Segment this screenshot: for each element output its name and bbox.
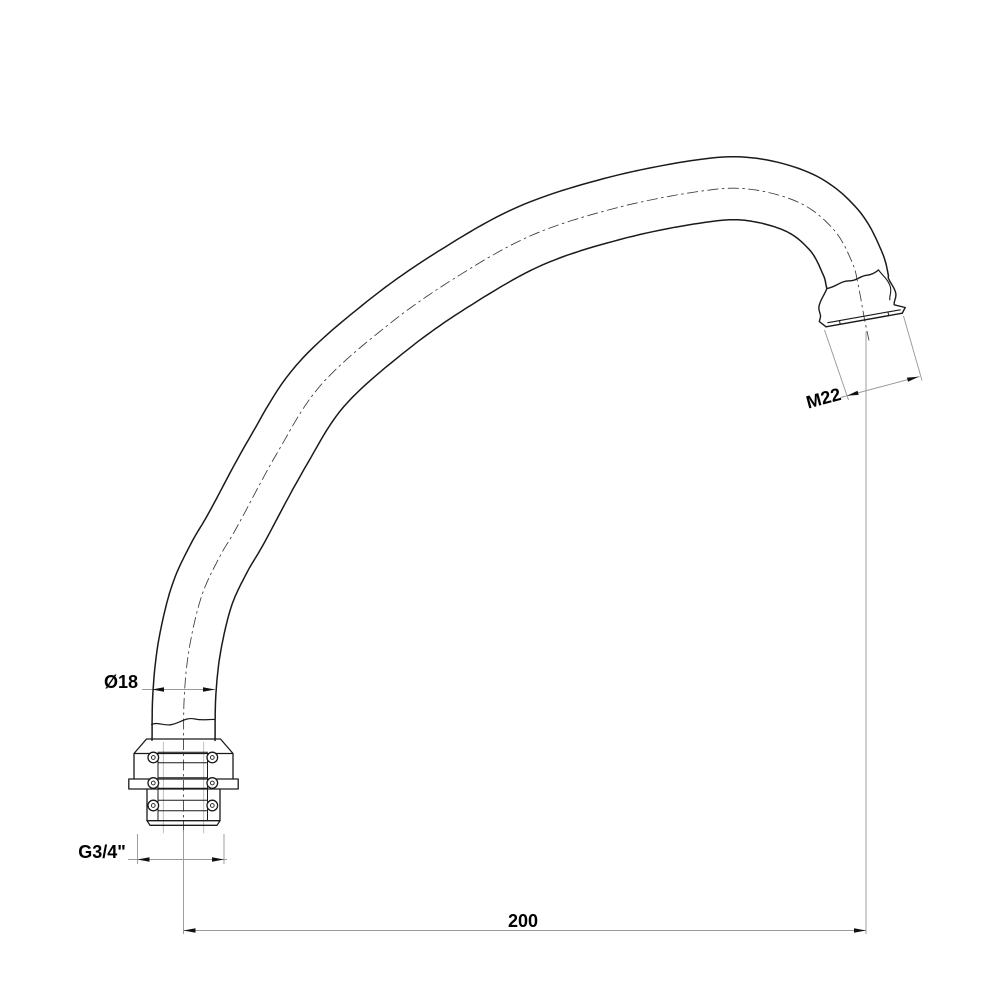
o-ring-core: [150, 803, 156, 808]
o-ring-core: [209, 780, 215, 786]
outlet-extension-left: [824, 329, 849, 401]
diameter-arrow-right: [203, 687, 215, 692]
tube-outer-edge: [151, 155, 890, 741]
aerator-face-inner-line: [827, 309, 901, 324]
dimension-arrows: [137, 376, 919, 933]
tube-centerline-dashdot: [182, 187, 870, 832]
inlet-arrow-right: [212, 857, 224, 862]
dimension-labels: Ø18 G3/4" 200 M22: [78, 384, 843, 931]
spout-tube: [151, 155, 890, 742]
o-ring-core: [150, 780, 156, 786]
o-ring: [147, 751, 160, 764]
o-ring: [206, 751, 219, 764]
fitting-bore-lines: [162, 741, 205, 834]
housing-left-profile: [818, 287, 828, 328]
o-ring: [147, 777, 160, 789]
o-ring: [206, 799, 219, 812]
aerator-face-ticks: [839, 311, 890, 325]
o-ring: [206, 777, 219, 789]
tube-break-line: [150, 717, 216, 726]
inlet-arrow-left: [137, 857, 150, 862]
o-ring-core: [209, 755, 215, 760]
housing-transition-break-line: [826, 269, 880, 290]
diameter-arrow-left: [152, 687, 164, 692]
housing-inner-wall-line: [877, 269, 892, 301]
shank-sides: [146, 788, 221, 822]
dimension-lines: [128, 315, 923, 934]
outlet-extension-right: [903, 315, 923, 381]
o-rings: [147, 751, 219, 812]
o-ring-cores: [150, 755, 215, 808]
inlet-fitting: [128, 717, 239, 834]
tube-inner-edge: [214, 218, 828, 742]
o-ring-core: [150, 755, 156, 760]
length-arrow-left: [183, 928, 196, 933]
outlet-housing: [818, 269, 906, 328]
dimension-label-diameter: Ø18: [104, 672, 138, 692]
mid-flange: [128, 778, 239, 790]
aerator-face-outer-line: [825, 312, 903, 328]
housing-right-profile: [887, 277, 906, 314]
groove-depth-lines: [157, 753, 208, 822]
o-ring-core: [209, 803, 215, 808]
dimension-label-length: 200: [508, 911, 538, 931]
dimension-label-inlet-thread: G3/4": [78, 842, 126, 862]
dimension-label-outlet-thread: M22: [804, 384, 843, 412]
o-ring: [147, 799, 160, 812]
groove-slot-lines: [157, 751, 208, 812]
shank-bottom-cap: [146, 820, 221, 826]
outlet-arrow-right: [906, 376, 919, 382]
centerlines: [182, 187, 870, 832]
length-arrow-right: [854, 928, 866, 933]
outlet-arrow-left: [847, 390, 859, 396]
collar-chamfer-band: [133, 738, 234, 780]
